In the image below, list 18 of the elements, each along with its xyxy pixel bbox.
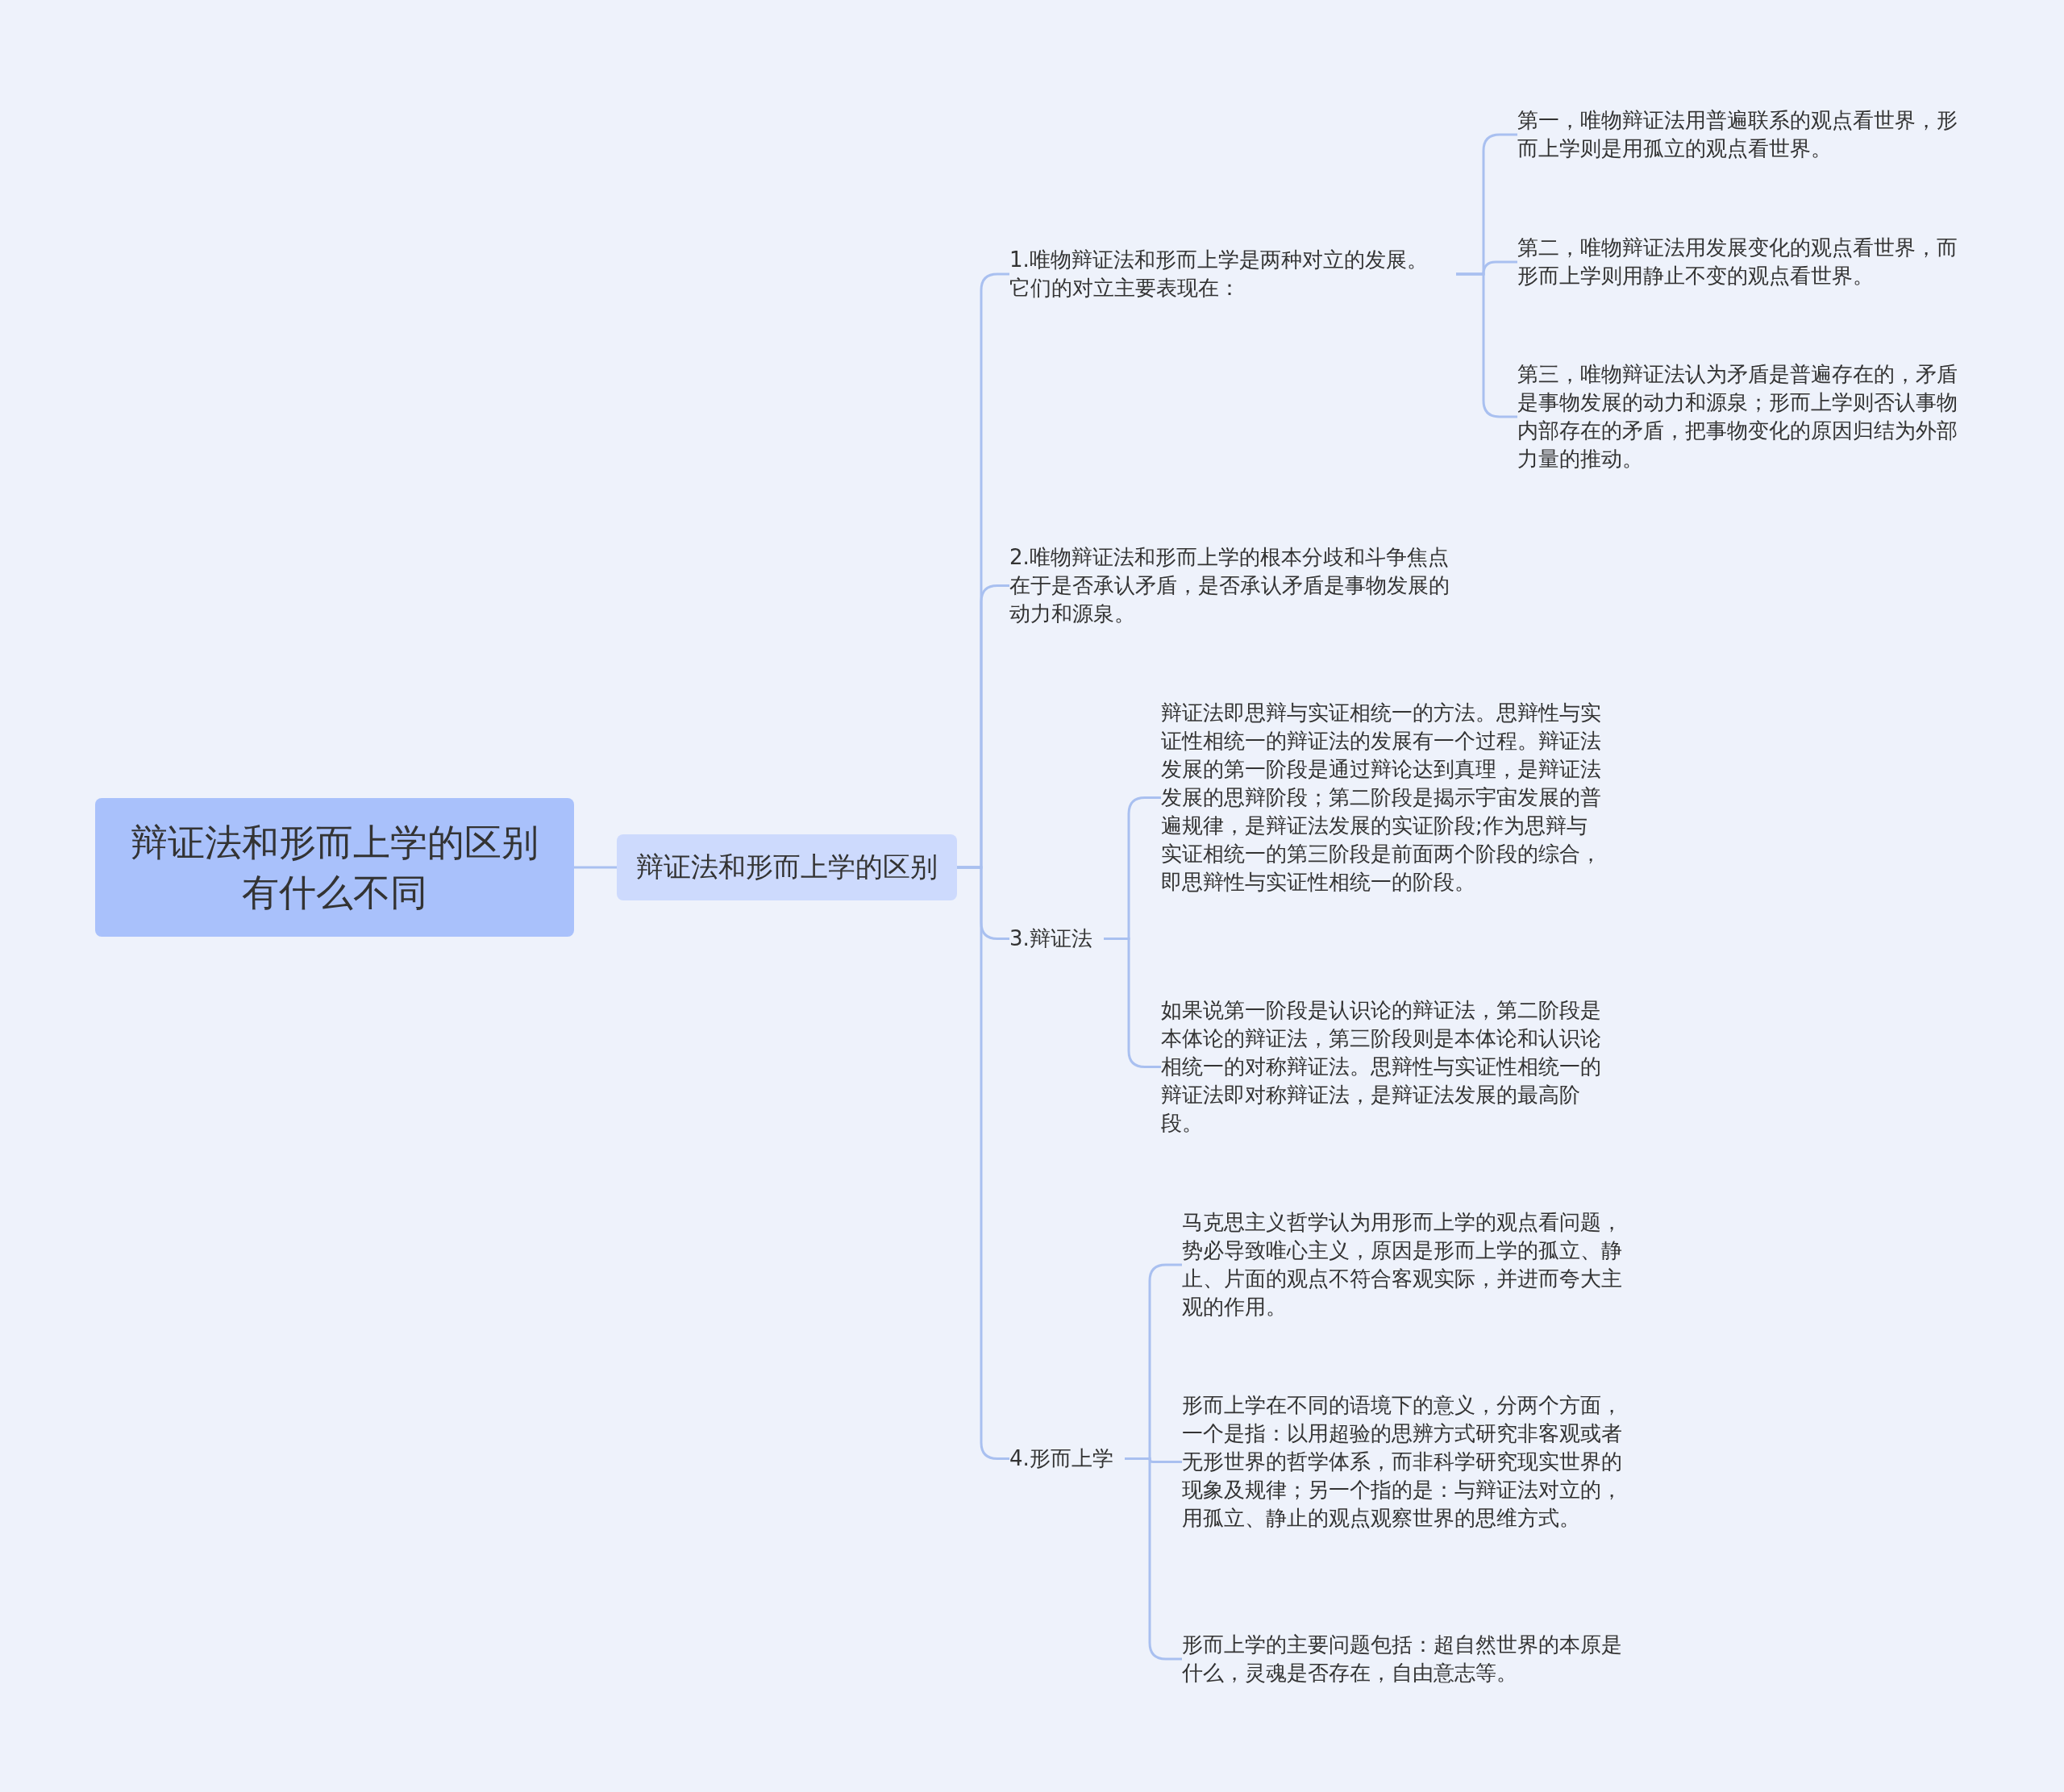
- branch-text: 3.辩证法: [1009, 925, 1092, 953]
- leaf-text: 如果说第一阶段是认识论的辩证法，第二阶段是本体论的辩证法，第三阶段则是本体论和认识论相统一的对称辩证法。思辩性与实证性相统一的辩证法即对称辩证法，是辩证法发展的最高阶段。: [1161, 996, 1606, 1137]
- leaf-text: 第三，唯物辩证法认为矛盾是普遍存在的，矛盾是事物发展的动力和源泉；形而上学则否认事物内部存在的矛盾，把事物变化的原因归结为外部力量的推动。: [1517, 360, 1962, 473]
- connector-line: [1104, 938, 1161, 1068]
- branch-text: 2.唯物辩证法和形而上学的根本分歧和斗争焦点在于是否承认矛盾，是否承认矛盾是事物发展的动力和源泉。: [1009, 543, 1454, 628]
- leaf-text: 第一，唯物辩证法用普遍联系的观点看世界，形而上学则是用孤立的观点看世界。: [1517, 106, 1962, 163]
- connector-line: [574, 866, 617, 869]
- leaf-text: 马克思主义哲学认为用形而上学的观点看问题，势必导致唯心主义，原因是形而上学的孤立、静止、片面的观点不符合客观实际，并进而夸大主观的作用。: [1182, 1208, 1627, 1321]
- leaf-text: 形而上学的主要问题包括：超自然世界的本原是什么，灵魂是否存在，自由意志等。: [1182, 1631, 1627, 1687]
- connector-line: [1456, 272, 1517, 418]
- leaf-text: 第二，唯物辩证法用发展变化的观点看世界，而形而上学则用静止不变的观点看世界。: [1517, 234, 1962, 290]
- branch-text: 1.唯物辩证法和形而上学是两种对立的发展。它们的对立主要表现在：: [1009, 246, 1445, 302]
- root-box: 辩证法和形而上学的区别有什么不同: [95, 798, 574, 937]
- topic-box: 辩证法和形而上学的区别: [617, 834, 957, 900]
- leaf-text: 辩证法即思辩与实证相统一的方法。思辩性与实证性相统一的辩证法的发展有一个过程。辩证法发展的第一阶段是通过辩论达到真理，是辩证法发展的思辩阶段；第二阶段是揭示宇宙发展的普遍规律，是辩证法发展的实证阶段;作为思辩与实证相统一的第三阶段是前面两个阶段的综合，即思辩性与实证性相统一的阶段。: [1161, 699, 1606, 896]
- branch-text: 4.形而上学: [1009, 1445, 1113, 1473]
- connector-line: [1125, 1457, 1182, 1661]
- leaf-text: 形而上学在不同的语境下的意义，分两个方面，一个是指：以用超验的思辨方式研究非客观或者无形世界的哲学体系，而非科学研究现实世界的现象及规律；另一个指的是：与辩证法对立的，用孤立、静止的观点观察世界的思维方式。: [1182, 1391, 1627, 1532]
